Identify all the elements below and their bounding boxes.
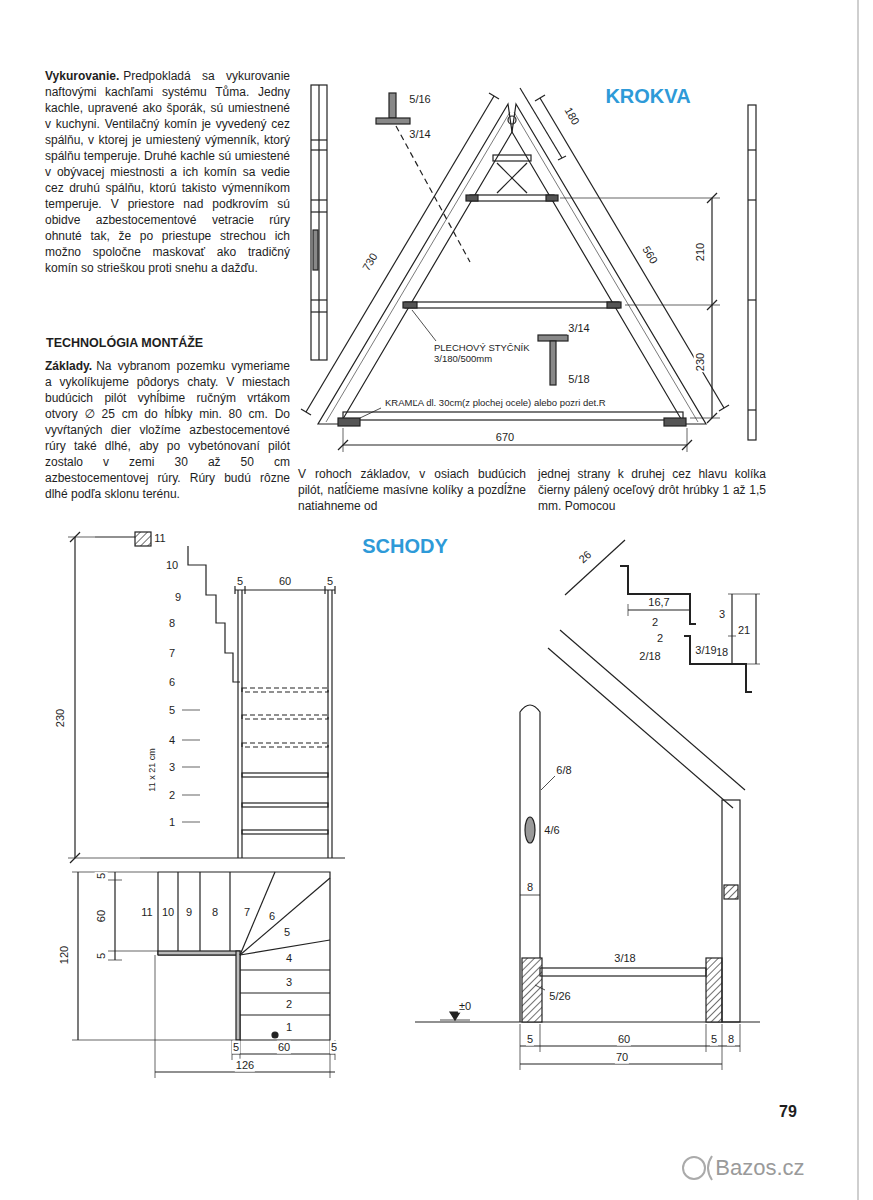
step-number: 10 bbox=[161, 906, 175, 919]
dimension: 230 bbox=[54, 708, 67, 728]
profile-size: 3/19 bbox=[694, 644, 717, 657]
profile-size: 5/16 bbox=[408, 93, 431, 106]
step-number: 7 bbox=[168, 647, 176, 660]
dimension: 16,7 bbox=[647, 596, 670, 609]
dimension: 60 bbox=[277, 1041, 291, 1054]
profile-size: 3/18 bbox=[613, 952, 636, 965]
step-number: 7 bbox=[243, 906, 251, 919]
dimension: 60 bbox=[278, 575, 292, 588]
dimension: 5 bbox=[236, 575, 244, 588]
profile-size: 2 bbox=[656, 632, 664, 645]
step-number: 5 bbox=[283, 926, 291, 939]
dimension: 5 bbox=[326, 575, 334, 588]
stair-elevation bbox=[68, 532, 345, 863]
dimension: 3 bbox=[718, 608, 726, 621]
text-column: Základy.Na vybranom pozemku vymeriame a … bbox=[45, 358, 290, 502]
watermark: Bazos.cz bbox=[714, 1155, 805, 1180]
dimension: 670 bbox=[495, 431, 515, 444]
step-number: 10 bbox=[165, 559, 179, 572]
drawing-title: KROKVA bbox=[604, 85, 691, 108]
dimension: 5 bbox=[526, 1033, 534, 1046]
dimension: 730 bbox=[359, 250, 380, 274]
profile-size: 3/14 bbox=[567, 322, 590, 335]
step-number: 9 bbox=[174, 591, 182, 604]
body-text: V rohoch základov, v osiach budúcich pil… bbox=[298, 467, 526, 513]
step-number: 9 bbox=[185, 906, 193, 919]
step-number: 8 bbox=[168, 617, 176, 630]
body-text: jednej strany k druhej cez hlavu kolíka … bbox=[538, 467, 766, 513]
dimension: 60 bbox=[617, 1033, 631, 1046]
step-number: 6 bbox=[268, 910, 276, 923]
callout: PLECHOVÝ STYČNÍK 3/180/500mm bbox=[433, 343, 547, 365]
level-mark: ±0 bbox=[458, 1000, 472, 1013]
lead-word: Vykurovanie. bbox=[45, 69, 119, 83]
profile-size: 3/14 bbox=[408, 128, 431, 141]
step-number: 1 bbox=[285, 1021, 293, 1034]
profile-size: 5/18 bbox=[567, 373, 590, 386]
text-column: jednej strany k druhej cez hlavu kolíka … bbox=[538, 466, 766, 514]
step-number: 3 bbox=[285, 976, 293, 989]
dimension: 230 bbox=[694, 352, 707, 372]
profile-size: 6/8 bbox=[555, 764, 572, 777]
step-number: 2 bbox=[285, 998, 293, 1011]
dimension: 8 bbox=[727, 1033, 735, 1046]
watermark-logo bbox=[683, 1156, 712, 1180]
profile-size: 5/26 bbox=[548, 990, 571, 1003]
step-number: 5 bbox=[168, 704, 176, 717]
step-number: 8 bbox=[211, 906, 219, 919]
step-number: 4 bbox=[285, 952, 293, 965]
step-number: 6 bbox=[168, 676, 176, 689]
step-number: 11 bbox=[140, 906, 153, 919]
text-column: Vykurovanie.Predpokladá sa vykurovanie n… bbox=[45, 68, 290, 276]
dimension: 180 bbox=[561, 104, 582, 128]
section-heading: TECHNOLÓGIA MONTÁŽE bbox=[45, 336, 204, 350]
body-text: Na vybranom pozemku vymeriame a vykolíku… bbox=[45, 359, 290, 501]
dimension: 5 bbox=[95, 872, 108, 880]
dimension: 26 bbox=[575, 548, 594, 567]
rafter-drawing bbox=[301, 85, 756, 452]
dimension: 560 bbox=[639, 243, 660, 267]
dimension: 70 bbox=[615, 1051, 629, 1064]
stair-plan bbox=[72, 872, 335, 1078]
dimension: 126 bbox=[235, 1059, 255, 1072]
callout: KRAMĽA dl. 30cm(z plochej ocele) alebo p… bbox=[384, 398, 607, 409]
step-number: 11 bbox=[153, 532, 166, 545]
dimension: 5 bbox=[95, 952, 108, 960]
page-number: 79 bbox=[778, 1103, 798, 1121]
step-number: 2 bbox=[168, 789, 176, 802]
profile-size: 2 bbox=[651, 616, 659, 629]
drawing-title: SCHODY bbox=[361, 535, 449, 558]
step-detail bbox=[548, 540, 760, 808]
lead-word: Základy. bbox=[45, 359, 92, 373]
text-column: V rohoch základov, v osiach budúcich pil… bbox=[298, 466, 526, 514]
dimension: 21 bbox=[737, 624, 751, 637]
dimension: 5 bbox=[710, 1033, 718, 1046]
step-number: 3 bbox=[168, 761, 176, 774]
dimension: 5 bbox=[232, 1041, 240, 1054]
step-number: 4 bbox=[168, 734, 176, 747]
profile-size: 4/6 bbox=[543, 824, 560, 837]
dimension: 60 bbox=[95, 909, 108, 923]
stair-section bbox=[415, 705, 760, 1070]
dimension: 11 x 21 cm bbox=[147, 747, 157, 792]
profile-size: 2/18 bbox=[638, 650, 661, 663]
dimension: 120 bbox=[58, 945, 71, 965]
step-number: 1 bbox=[168, 816, 176, 829]
body-text: Predpokladá sa vykurovanie naftovými kac… bbox=[45, 69, 290, 275]
dimension: 5 bbox=[330, 1041, 338, 1054]
dimension: 210 bbox=[694, 242, 707, 262]
dimension: 8 bbox=[526, 881, 534, 894]
